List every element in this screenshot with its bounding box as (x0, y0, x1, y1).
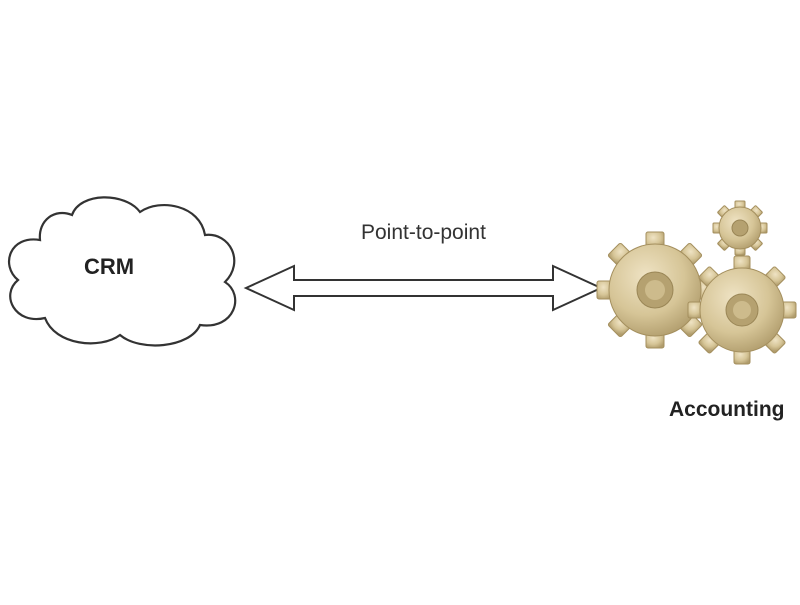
crm-node-label: CRM (84, 254, 135, 279)
point-to-point-arrow (243, 264, 604, 312)
accounting-node-label: Accounting (669, 398, 785, 421)
edge-label: Point-to-point (361, 221, 486, 244)
crm-cloud-icon (8, 196, 237, 347)
accounting-gears-icon (596, 200, 797, 365)
